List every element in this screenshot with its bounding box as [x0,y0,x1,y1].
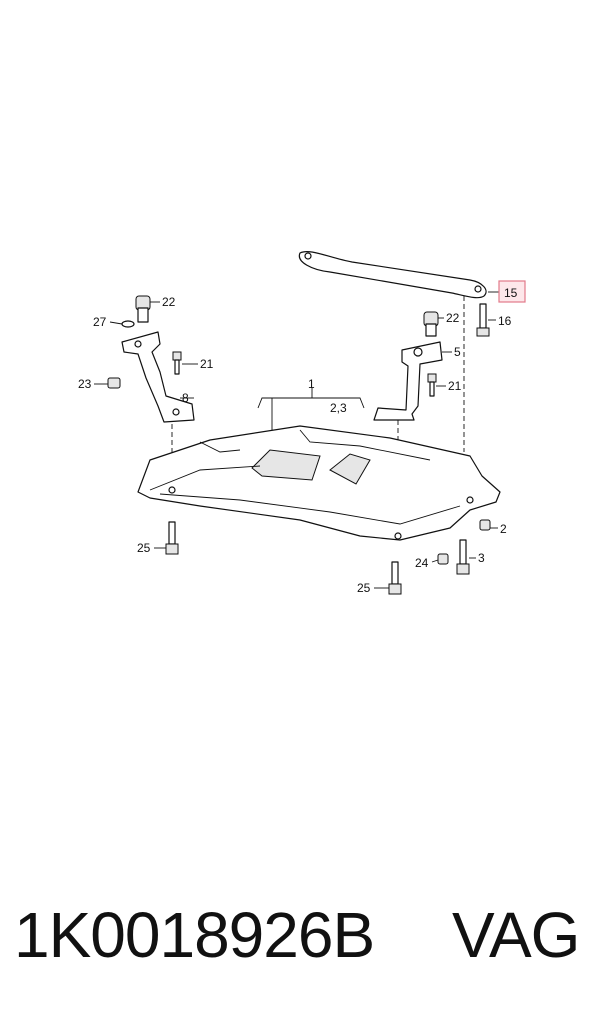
bolt-21-left [172,351,182,375]
bolt-3 [456,539,470,575]
part-number: 1K0018926B [14,899,375,971]
fastener-2 [479,519,491,531]
callout-25-left: 25 [137,541,151,555]
bolt-25-left [165,521,179,555]
callout-3: 3 [478,551,485,565]
leader-lines [94,291,500,589]
washer-27 [121,320,135,328]
nut-23 [107,377,121,389]
cross-member-bar [298,251,487,299]
callout-22-right: 22 [446,311,460,325]
underbody-tray [137,425,501,541]
left-bracket [121,331,195,423]
caption: 1K0018926B VAG [0,890,600,980]
callout-23: 23 [78,377,92,391]
group-bracket [257,397,365,409]
brand: VAG [452,899,580,971]
nut-24 [437,553,449,565]
callout-2-3: 2,3 [330,401,347,415]
callout-2: 2 [500,522,507,536]
callout-27: 27 [93,315,107,329]
callout-1: 1 [308,377,315,391]
callout-5: 5 [454,345,461,359]
right-bracket [373,341,443,421]
callout-24: 24 [415,556,429,570]
bolt-21-right [427,373,437,397]
callout-21-left: 21 [200,357,214,371]
callout-15: 15 [504,286,518,300]
bolt-25-right [388,561,402,595]
bolt-16 [476,303,490,337]
rivet-nut-right [423,311,439,337]
rivet-nut-left [135,295,151,323]
callout-21-right: 21 [448,379,462,393]
callout-8: 8 [182,391,189,405]
callout-22-left: 22 [162,295,176,309]
callout-25-right: 25 [357,581,371,595]
callout-16: 16 [498,314,512,328]
highlight-box-15 [498,280,526,303]
